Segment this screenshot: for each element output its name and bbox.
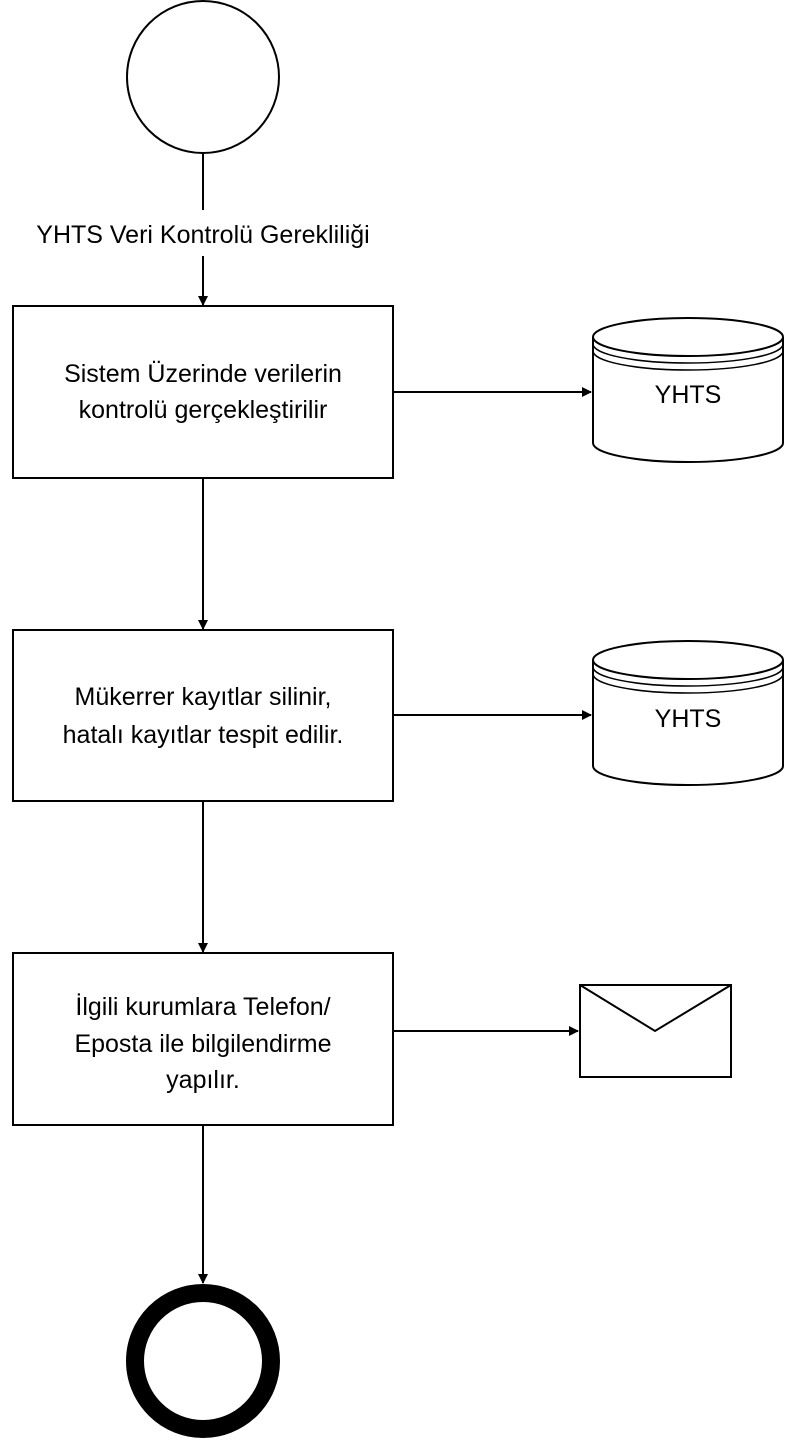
end-event-circle[interactable] bbox=[126, 1284, 280, 1438]
task-1-line-2: kontrolü gerçekleştirilir bbox=[79, 396, 328, 424]
database-top bbox=[592, 317, 784, 357]
envelope-icon[interactable] bbox=[579, 984, 732, 1078]
data-store-2[interactable]: YHTS bbox=[592, 640, 784, 786]
database-top bbox=[592, 640, 784, 680]
data-store-2-label: YHTS bbox=[655, 705, 722, 733]
task-1-line-1: Sistem Üzerinde verilerin bbox=[64, 360, 342, 388]
task-3-line-1: İlgili kurumlara Telefon/ bbox=[75, 992, 330, 1021]
start-event-circle[interactable] bbox=[126, 0, 280, 154]
task-2-box[interactable] bbox=[12, 629, 394, 802]
task-2-line-1: Mükerrer kayıtlar silinir, bbox=[75, 683, 332, 711]
start-flow-label: YHTS Veri Kontrolü Gerekliliği bbox=[36, 221, 369, 249]
task-2-line-2: hatalı kayıtlar tespit edilir. bbox=[63, 721, 344, 749]
task-3-line-3: yapılır. bbox=[166, 1066, 240, 1094]
task-3-box[interactable] bbox=[12, 952, 394, 1126]
task-1-box[interactable] bbox=[12, 305, 394, 479]
task-3-line-2: Eposta ile bilgilendirme bbox=[74, 1030, 331, 1058]
data-store-1-label: YHTS bbox=[655, 381, 722, 409]
data-store-1[interactable]: YHTS bbox=[592, 317, 784, 463]
